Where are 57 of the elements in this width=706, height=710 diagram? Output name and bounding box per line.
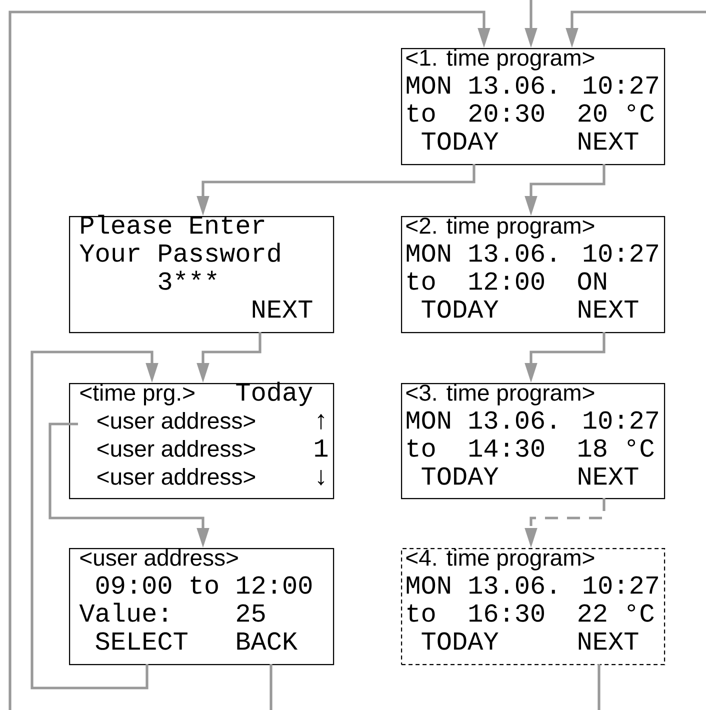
screen-text: NEXT: [578, 132, 638, 150]
connector-line: [270, 664, 272, 710]
screen-text: BACK: [237, 632, 298, 650]
screen-text: 16:30: [469, 604, 544, 622]
display-screen: [69, 214, 334, 334]
screen-text: 14:30: [469, 439, 544, 457]
display-screen: [69, 382, 334, 500]
screen-text: NEXT: [252, 300, 312, 318]
screen-text: MON 13.06. 10:27: [406, 411, 658, 429]
display-screen: [401, 48, 666, 166]
screen-text: MON 13.06. 10:27: [406, 76, 658, 94]
screen-text: NEXT: [578, 300, 638, 318]
screen-text: 09:00 to 12:00: [96, 576, 312, 594]
screen-text: 3***: [158, 270, 216, 290]
screen-text: to: [408, 604, 435, 622]
display-screen: [401, 216, 666, 334]
screen-text: <user address>: [98, 440, 256, 457]
screen-text: NEXT: [578, 632, 638, 650]
screen-text: 20 °C: [578, 104, 654, 122]
screen-text: ↑: [318, 414, 324, 430]
screen-text: TODAY: [422, 632, 498, 650]
connector-line: [598, 664, 600, 710]
screen-text: <2. time program>: [406, 216, 594, 238]
display-screen: [401, 383, 666, 500]
screen-text: to: [408, 439, 435, 457]
display-screen: [401, 548, 666, 666]
screen-text: ↓: [318, 470, 324, 486]
screen-text: 20:30: [469, 104, 544, 122]
screen-text: <3. time program>: [406, 384, 594, 406]
arrow: [8, 10, 490, 710]
screen-text: <user address>: [80, 548, 238, 566]
screen-text: 25: [237, 604, 265, 622]
screen-text: TODAY: [422, 467, 498, 485]
arrow: [30, 350, 158, 690]
screen-text: <1. time program>: [406, 48, 594, 70]
screen-text: <user address>: [98, 468, 256, 485]
screen-text: 12:00: [469, 272, 544, 290]
screen-text: TODAY: [422, 132, 498, 150]
screen-text: Please Enter: [81, 214, 264, 234]
screen-text: to: [408, 104, 435, 122]
screen-text: Value:: [79, 602, 166, 622]
screen-text: 22 °C: [578, 604, 654, 622]
screen-text: MON 13.06. 10:27: [406, 576, 658, 594]
screen-text: 18 °C: [578, 439, 654, 457]
screen-text: Today: [236, 382, 312, 406]
screen-text: MON 13.06. 10:27: [406, 244, 658, 262]
screen-text: ON: [578, 272, 606, 290]
screen-text: Your Password: [80, 242, 280, 262]
screen-text: TODAY: [422, 300, 498, 318]
screen-text: <user address>: [98, 412, 256, 429]
screen-text: <4. time program>: [406, 548, 594, 570]
screen-text: <time prg.>: [80, 384, 194, 406]
screen-text: SELECT: [96, 632, 188, 650]
display-screen: [69, 548, 334, 666]
screen-text: 1: [315, 440, 328, 457]
screen-text: to: [408, 272, 435, 290]
screen-text: NEXT: [578, 468, 638, 485]
